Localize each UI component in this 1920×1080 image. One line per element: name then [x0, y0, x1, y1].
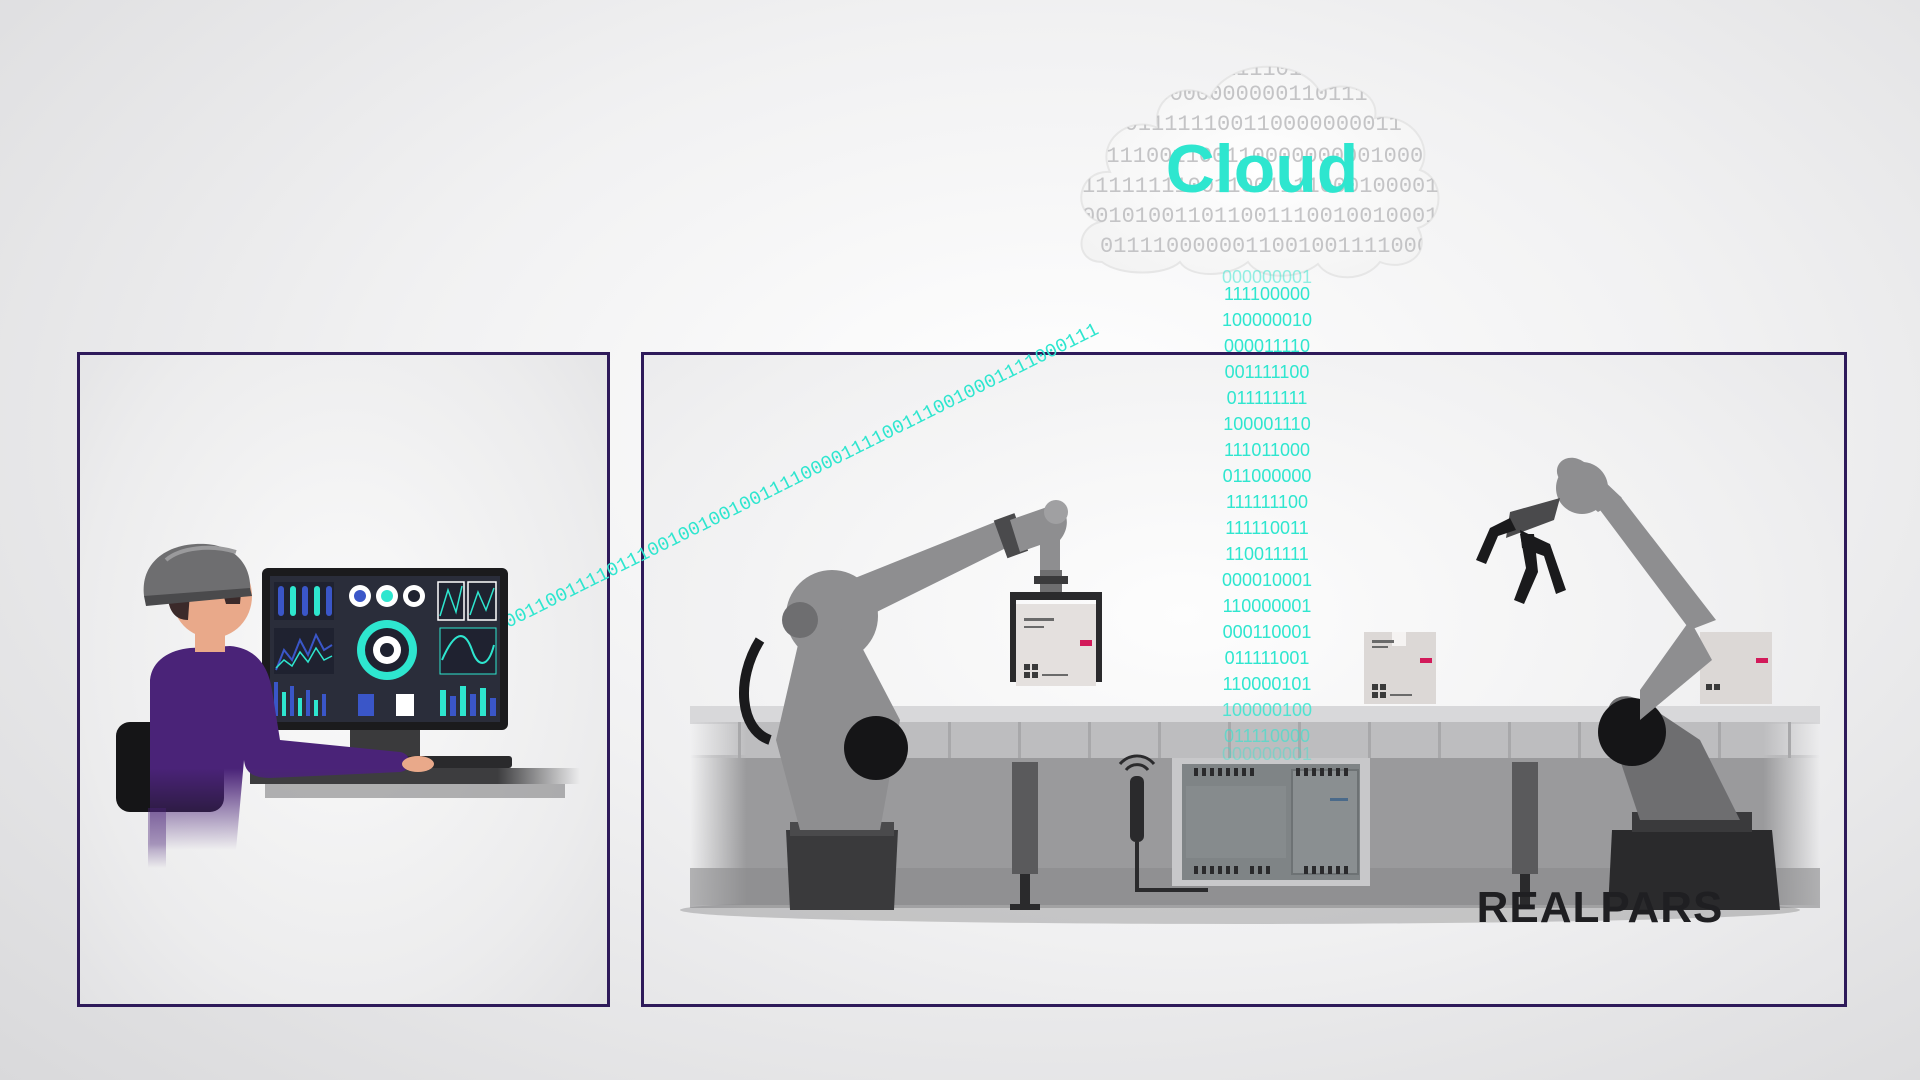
downlink-line: 000000001 — [1222, 744, 1312, 764]
conveyor-leg — [1012, 762, 1038, 874]
downlink-line: 000010001 — [1222, 570, 1312, 590]
left-robot-arm — [739, 500, 1102, 910]
cloud-binary-line: 001010011011001110010010001 — [1082, 204, 1438, 229]
downlink-line: 000000001 — [1222, 267, 1312, 287]
downlink-line: 001111100 — [1225, 362, 1310, 382]
cloud-binary-line: 0111100000011001001111000 — [1100, 234, 1430, 259]
downlink-line: 111111100 — [1226, 492, 1308, 512]
cloud-binary-line: 000000000000110111 — [1130, 82, 1368, 107]
downlink-line: 100001110 — [1223, 414, 1310, 434]
downlink-line: 011111001 — [1225, 648, 1310, 668]
realpars-logo: REALPARS — [1477, 883, 1724, 932]
factory-illustration: REALPARS — [680, 457, 1820, 932]
right-robot-arm — [1476, 457, 1780, 910]
downlink-line: 011000000 — [1223, 466, 1312, 486]
cloud-binary-line: 000011110111 — [1170, 57, 1328, 82]
downlink-line: 000011110 — [1224, 336, 1310, 356]
monitor-icon — [262, 568, 508, 766]
downlink-data-stream: 000000001 111100000 100000010 000011110 … — [1222, 267, 1312, 764]
cloud-binary-line: 1111111100110011110001000011 — [1082, 174, 1452, 199]
downlink-line: 100000010 — [1222, 310, 1312, 330]
plc-controller-icon — [1172, 758, 1370, 886]
conveyor-leg — [1512, 762, 1538, 874]
package-box-icon — [1364, 632, 1436, 704]
package-box-icon — [1700, 632, 1772, 704]
package-box-icon — [1016, 604, 1096, 686]
downlink-line: 100000100 — [1222, 700, 1312, 720]
downlink-line: 111011000 — [1224, 440, 1310, 460]
downlink-line: 011110000 — [1224, 726, 1310, 746]
downlink-line: 110000001 — [1223, 596, 1312, 616]
downlink-line: 110000101 — [1223, 674, 1312, 694]
downlink-line: 011111111 — [1227, 388, 1308, 408]
operator-person — [143, 543, 434, 850]
downlink-line: 110011111 — [1225, 544, 1308, 564]
downlink-line: 111100000 — [1224, 284, 1310, 304]
wireless-sensor-icon — [1118, 754, 1208, 892]
downlink-line: 111110011 — [1225, 518, 1308, 538]
cloud-icon: 000011110111 000000000000110111 00001111… — [1080, 57, 1463, 279]
operator-illustration — [116, 543, 580, 868]
cloud-label: Cloud — [1166, 131, 1359, 207]
cloud-binary-line: 01111001100110000000001000111 — [1080, 144, 1463, 169]
keyboard — [412, 756, 512, 768]
downlink-line: 000110001 — [1223, 622, 1312, 642]
